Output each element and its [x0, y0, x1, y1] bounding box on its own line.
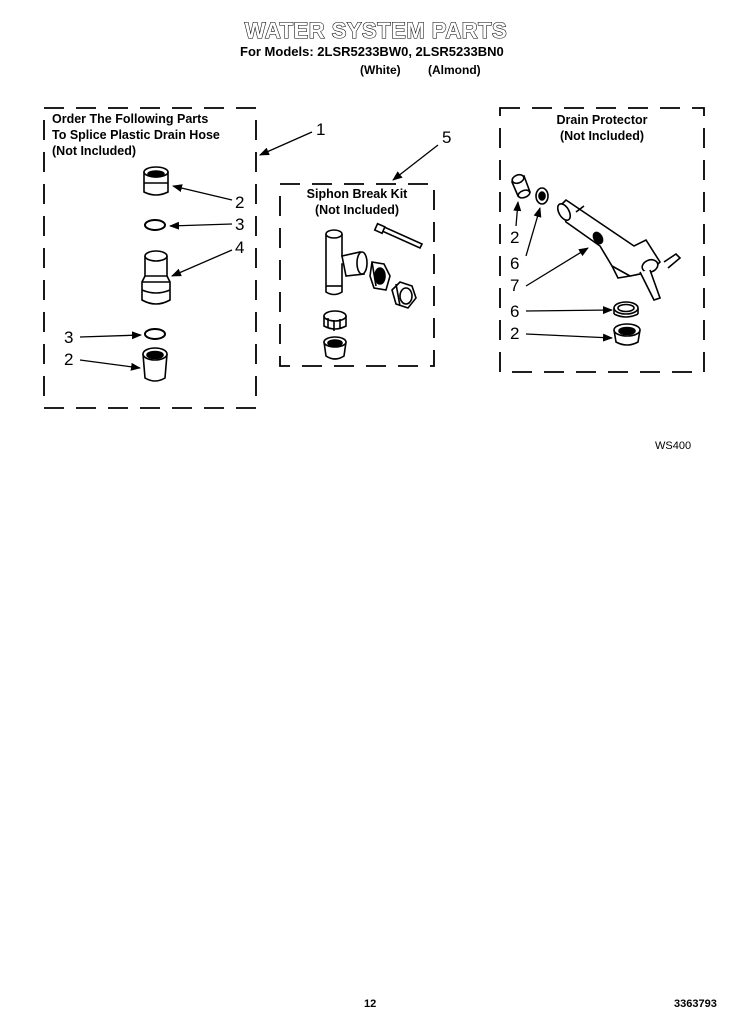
siphon-grommet	[323, 310, 347, 331]
splice-label-line2: To Splice Plastic Drain Hose	[52, 128, 220, 142]
drain-ring-top	[535, 187, 549, 205]
splice-connector	[141, 250, 171, 305]
drain-group-label: Drain Protector (Not Included)	[512, 112, 692, 144]
variant-white: (White)	[360, 63, 401, 77]
splice-coupler-top	[143, 166, 169, 196]
siphon-label-line1: Siphon Break Kit	[306, 187, 408, 201]
leader-splice-2b	[79, 359, 141, 371]
leader-drain-6a	[525, 207, 542, 257]
leader-splice-4	[171, 249, 233, 277]
page-title: WATER SYSTEM PARTS	[244, 17, 508, 43]
splice-coupler-bottom	[142, 347, 168, 382]
splice-label-line3: (Not Included)	[52, 144, 137, 158]
callout-drain-6a: 6	[510, 254, 520, 273]
callout-drain-6b: 6	[510, 302, 520, 321]
callout-splice-4: 4	[235, 238, 245, 257]
leader-5	[392, 144, 439, 181]
callout-drain-2a: 2	[510, 228, 520, 247]
siphon-cap	[391, 281, 417, 309]
callout-1: 1	[316, 120, 326, 139]
callout-splice-2a: 2	[235, 193, 245, 212]
leader-drain-6b	[525, 306, 613, 315]
siphon-group-box	[279, 183, 435, 367]
splice-ring-top	[144, 219, 166, 231]
drain-label-line1: Drain Protector	[556, 113, 648, 127]
drain-ring-bottom	[613, 301, 639, 318]
callout-splice-2b: 2	[64, 350, 74, 369]
drain-coupler-top	[510, 173, 532, 199]
siphon-adapter	[323, 336, 347, 360]
callout-5: 5	[442, 128, 452, 147]
callout-splice-3b: 3	[64, 328, 74, 347]
page-number: 12	[364, 998, 377, 1010]
siphon-group-label: Siphon Break Kit (Not Included)	[282, 186, 432, 218]
leader-splice-3b	[79, 331, 142, 340]
siphon-tie-strap	[373, 222, 424, 250]
leader-splice-2a	[172, 184, 233, 201]
splice-group-box	[43, 107, 257, 409]
leader-drain-2a	[513, 201, 522, 227]
siphon-nut	[369, 261, 391, 291]
splice-label-line1: Order The Following Parts	[52, 112, 209, 126]
splice-group-label: Order The Following Parts To Splice Plas…	[52, 111, 220, 159]
splice-ring-bottom	[144, 328, 166, 340]
siphon-tee	[325, 229, 368, 296]
callout-drain-2b: 2	[510, 324, 520, 343]
leader-1	[259, 131, 313, 156]
drain-protector-body	[556, 198, 682, 301]
variant-almond: (Almond)	[428, 63, 481, 77]
models-line: For Models: 2LSR5233BW0, 2LSR5233BN0	[240, 44, 504, 59]
drain-coupler-bottom	[613, 323, 641, 346]
drain-label-line2: (Not Included)	[559, 129, 644, 143]
siphon-label-line2: (Not Included)	[314, 203, 399, 217]
leader-splice-3a	[169, 221, 233, 230]
doc-number: 3363793	[674, 998, 717, 1010]
callout-drain-7: 7	[510, 276, 520, 295]
leader-drain-2b	[525, 333, 613, 342]
leader-drain-7	[525, 247, 589, 287]
diagram-code: WS400	[655, 440, 692, 452]
callout-splice-3a: 3	[235, 215, 245, 234]
drain-group-box	[499, 107, 705, 373]
